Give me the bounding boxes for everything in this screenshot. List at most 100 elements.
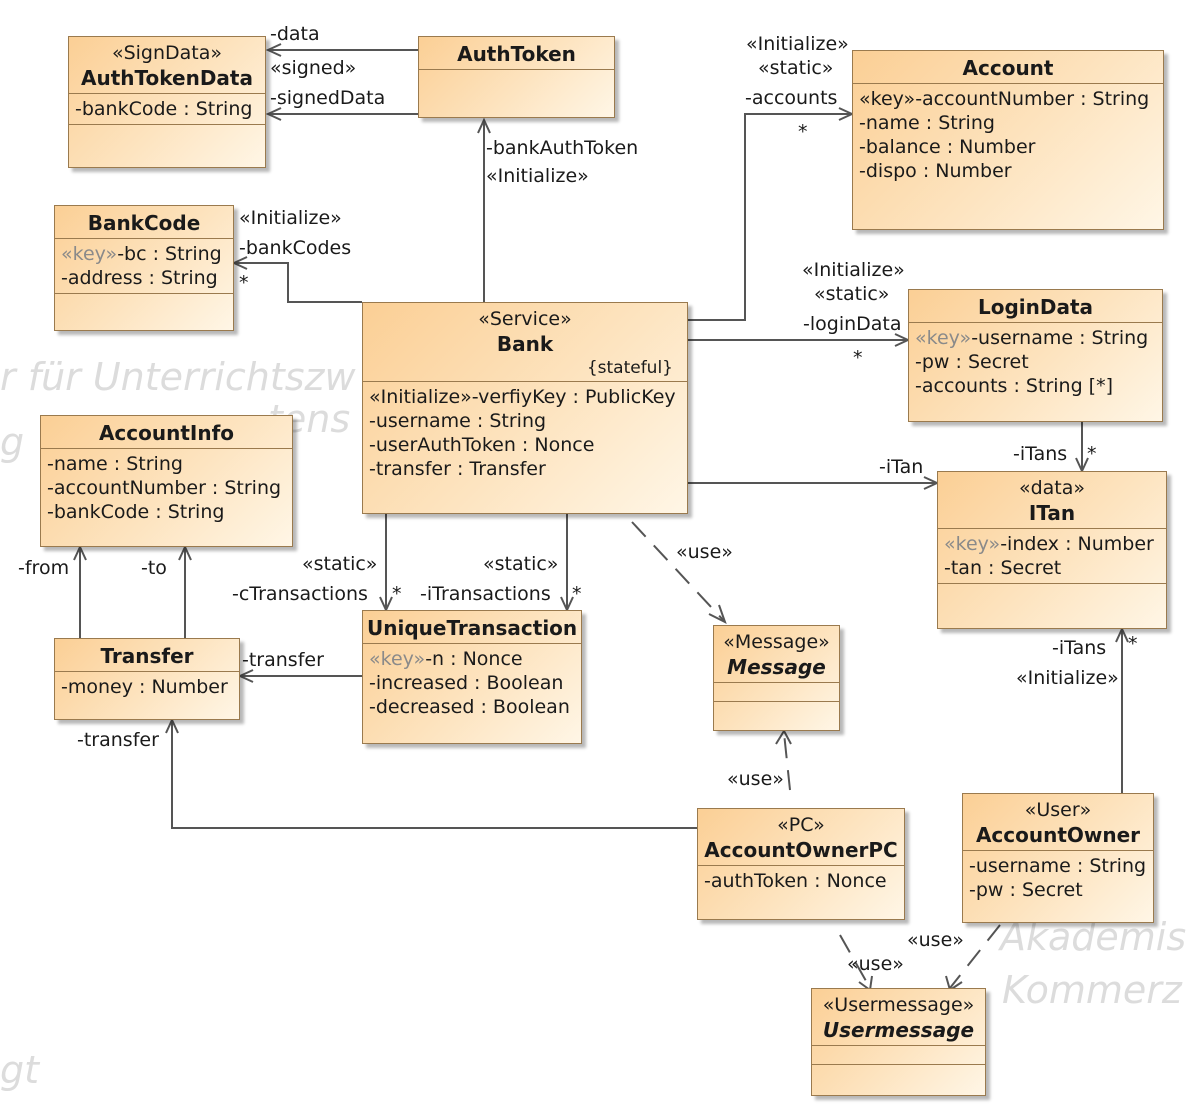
label-mult-bankcodes: * (239, 272, 249, 294)
class-name: LoginData (977, 295, 1094, 319)
edge-bank-message-use (631, 521, 726, 623)
label-itan: -iTan (879, 456, 924, 478)
attribute-row: -username : String (369, 410, 547, 432)
label-mult-logindata: * (853, 347, 863, 369)
attribute-row: -address : String (61, 267, 218, 289)
attribute-row: -userAuthToken : Nonce (369, 434, 595, 456)
attributes: -bankCode : String (69, 93, 265, 124)
class-accountowner[interactable]: «User» AccountOwner -username : String -… (962, 793, 1154, 923)
stereotype: «User» (1024, 799, 1092, 821)
stereotype: «Usermessage» (822, 994, 975, 1016)
attribute-row: «key»-n : Nonce (369, 648, 523, 670)
attribute-row: -balance : Number (859, 136, 1036, 158)
label-accounts: -accounts (745, 87, 838, 109)
label-to: -to (141, 557, 167, 579)
attribute-row: «key»-index : Number (944, 533, 1154, 555)
attribute-row: «Initialize»-verfiyKey : PublicKey (369, 386, 676, 408)
class-accountownerpc[interactable]: «PC» AccountOwnerPC -authToken : Nonce (697, 808, 905, 920)
label-bankauthtoken: -bankAuthToken (486, 137, 639, 159)
class-account[interactable]: Account «key»-accountNumber : String -na… (852, 50, 1164, 230)
attribute-row: -money : Number (61, 676, 228, 698)
class-bank[interactable]: «Service» Bank {stateful} «Initialize»-v… (362, 302, 688, 514)
attribute-row: -bankCode : String (47, 501, 225, 523)
class-name: Bank (496, 332, 554, 356)
label-mult-accounts: * (798, 121, 808, 143)
stereotype: «data» (1018, 477, 1086, 499)
attribute-row: -name : String (859, 112, 995, 134)
attribute-row: -accountNumber : String (47, 477, 282, 499)
label-itans-bottom: -iTans (1052, 637, 1107, 659)
attributes: «key»-bc : String -address : String (55, 238, 233, 293)
edge-pc-usermessage-use (839, 934, 871, 989)
label-init-logindata: «Initialize» (802, 259, 905, 281)
label-init-itans: «Initialize» (1016, 667, 1119, 689)
class-name: Transfer (100, 644, 194, 668)
label-mult-ctrans: * (392, 583, 402, 605)
watermark-text-5: Kommerz (1002, 968, 1182, 1012)
class-authtoken[interactable]: AuthToken (418, 36, 615, 118)
label-use-pc-message: «use» (727, 768, 784, 790)
attributes: «key»-username : String -pw : Secret -ac… (909, 322, 1162, 421)
attributes: -name : String -accountNumber : String -… (41, 448, 292, 546)
attributes: «key»-n : Nonce -increased : Boolean -de… (363, 643, 581, 743)
class-name: ITan (1028, 501, 1076, 525)
class-name: Usermessage (822, 1018, 975, 1042)
class-name: AccountOwnerPC (704, 838, 898, 862)
stereotype: «PC» (777, 814, 825, 836)
class-name: AuthToken (457, 42, 576, 66)
label-transfer-pc: -transfer (77, 729, 159, 751)
attribute-row: -decreased : Boolean (369, 696, 570, 718)
edge-owner-usermessage-use (949, 924, 1001, 989)
attributes: «Initialize»-verfiyKey : PublicKey -user… (363, 381, 687, 513)
attributes: -username : String -pw : Secret (963, 850, 1153, 922)
class-name: AccountOwner (975, 823, 1141, 847)
operations (812, 1064, 985, 1095)
label-bankcodes: -bankCodes (239, 237, 352, 259)
label-itransactions: -iTransactions (420, 583, 551, 605)
attribute-row: -transfer : Transfer (369, 458, 546, 480)
label-data: -data (270, 23, 320, 45)
label-signed: «signed» (270, 57, 357, 79)
label-mult-itans-top: * (1087, 443, 1097, 465)
class-bankcode[interactable]: BankCode «key»-bc : String -address : St… (54, 205, 234, 331)
class-name: AuthTokenData (81, 66, 253, 90)
class-authtokendata[interactable]: «SignData» AuthTokenData -bankCode : Str… (68, 36, 266, 168)
attributes (812, 1045, 985, 1064)
edge-pc-message-use (783, 732, 791, 791)
attribute-row: «key»-username : String (915, 327, 1149, 349)
class-name: Account (962, 56, 1054, 80)
label-init-bankcodes: «Initialize» (239, 207, 342, 229)
stereotype: «Service» (478, 308, 572, 330)
class-itan[interactable]: «data» ITan «key»-index : Number -tan : … (937, 471, 1167, 629)
tagged-value: {stateful} (586, 358, 673, 378)
label-ctransactions: -cTransactions (232, 583, 368, 605)
edge-pc-transfer (171, 720, 697, 829)
attribute-row: -pw : Secret (915, 351, 1029, 373)
label-logindata: -loginData (803, 313, 902, 335)
attribute-row: -increased : Boolean (369, 672, 564, 694)
class-message[interactable]: «Message» Message (713, 625, 840, 731)
class-name: Message (727, 655, 826, 679)
attributes (714, 682, 839, 701)
label-static-accounts: «static» (758, 57, 834, 79)
watermark-text-6: gt (0, 1048, 40, 1092)
edge-bank-account (688, 113, 852, 321)
label-signeddata: -signedData (270, 87, 386, 109)
class-usermessage[interactable]: «Usermessage» Usermessage (811, 988, 986, 1096)
attribute-row: -dispo : Number (859, 160, 1012, 182)
class-uniquetransaction[interactable]: UniqueTransaction «key»-n : Nonce -incre… (362, 610, 582, 744)
class-name: BankCode (87, 211, 201, 235)
label-itans-top: -iTans (1013, 443, 1068, 465)
operations (55, 293, 233, 330)
label-use-owner-usermessage: «use» (907, 929, 964, 951)
stereotype: «SignData» (111, 42, 223, 64)
attributes: «key»-accountNumber : String -name : Str… (853, 83, 1163, 229)
operations (938, 583, 1166, 628)
label-static-ctrans: «static» (302, 553, 378, 575)
class-accountinfo[interactable]: AccountInfo -name : String -accountNumbe… (40, 415, 293, 547)
attribute-row: -name : String (47, 453, 183, 475)
class-logindata[interactable]: LoginData «key»-username : String -pw : … (908, 289, 1163, 422)
attribute-row: «key»-accountNumber : String (859, 88, 1150, 110)
class-transfer[interactable]: Transfer -money : Number (54, 638, 240, 720)
